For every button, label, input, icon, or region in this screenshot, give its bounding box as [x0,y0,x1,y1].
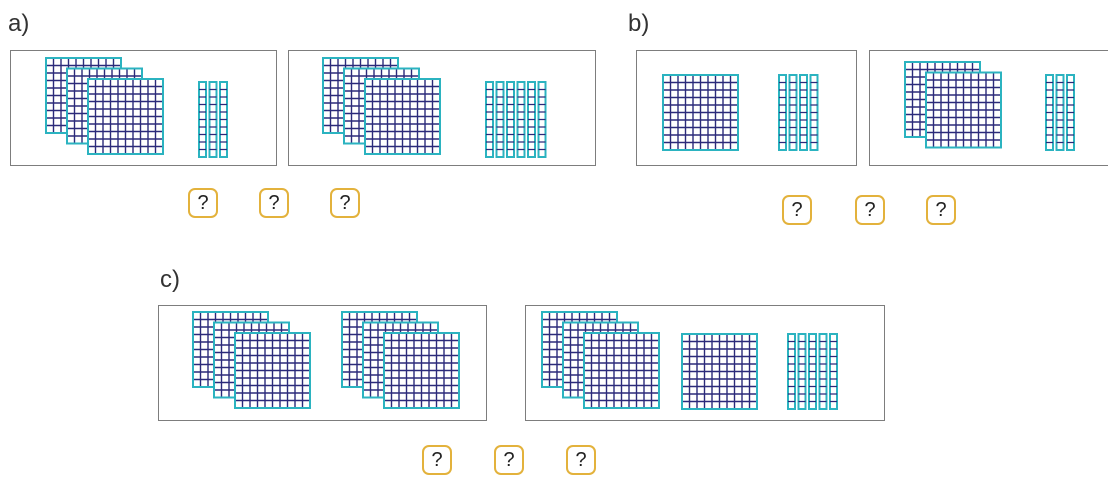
problem-c-answer-box-3[interactable]: ? [566,445,596,475]
problem-b-answer-box-3[interactable]: ? [926,195,956,225]
c-right-ten-rod-5 [829,333,838,410]
c-left-stack-2-hundred-square-3 [383,332,460,409]
c-right-ten-rod-3 [808,333,817,410]
a-right-ten-rod-3 [506,81,515,158]
a-right-ten-rod-5 [527,81,536,158]
b-left-ten-rod-3 [799,74,808,151]
problem-a-label: a) [8,10,30,37]
a-right-ten-rod-6 [537,81,547,158]
c-right-ten-rod-1 [787,333,796,410]
b-right-ten-rod-3 [1066,74,1075,151]
problem-b-answer-box-1[interactable]: ? [782,195,812,225]
b-right-ten-rod-1 [1045,74,1054,151]
problem-a-answer-box-1[interactable]: ? [188,188,218,218]
a-right-hundred-square-3 [364,78,441,155]
a-left-ten-rod-2 [208,81,218,158]
b-left-ten-rod-4 [809,74,819,151]
c-right-stack-1-hundred-square-3 [583,332,660,409]
problem-c-answer-box-1[interactable]: ? [422,445,452,475]
a-right-ten-rod-1 [485,81,494,158]
a-left-ten-rod-3 [219,81,228,158]
problem-a-answer-box-3[interactable]: ? [330,188,360,218]
problem-b-answer-box-2[interactable]: ? [855,195,885,225]
c-right-ten-rod-4 [818,333,828,410]
problem-b-label: b) [628,10,650,37]
problem-a-answer-box-2[interactable]: ? [259,188,289,218]
a-right-ten-rod-4 [516,81,526,158]
problem-c-answer-box-2[interactable]: ? [494,445,524,475]
a-left-hundred-square-3 [87,78,164,155]
b-right-hundred-square-2 [925,71,1002,149]
b-right-ten-rod-2 [1055,74,1065,151]
a-left-ten-rod-1 [198,81,207,158]
b-left-ten-rod-2 [788,74,798,151]
b-left-hundred-square-1 [662,74,739,151]
c-right-stack-2-hundred-square-1 [681,333,758,410]
b-left-ten-rod-1 [778,74,787,151]
a-right-ten-rod-2 [495,81,505,158]
c-left-stack-1-hundred-square-3 [234,332,311,409]
problem-c-label: c) [160,266,180,293]
c-right-ten-rod-2 [797,333,807,410]
